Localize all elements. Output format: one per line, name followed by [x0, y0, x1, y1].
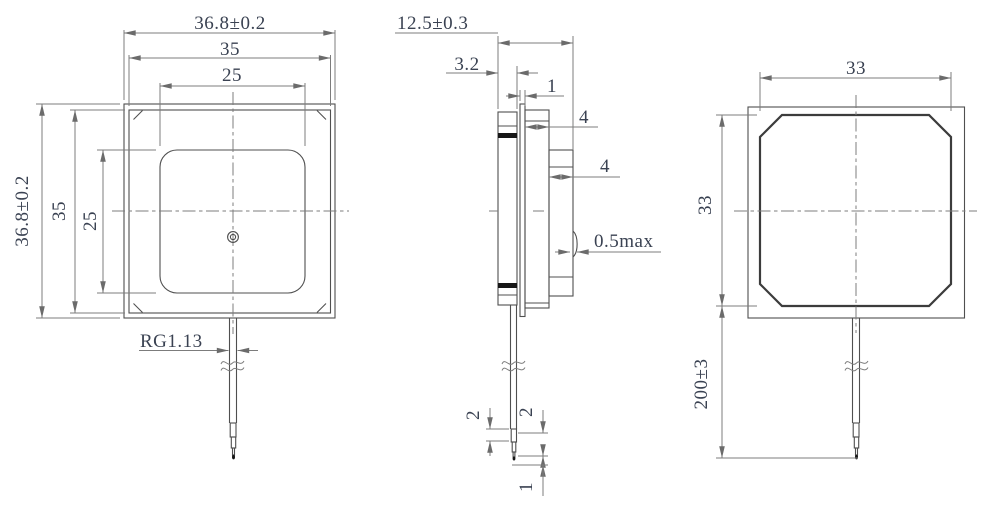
- back-view: 33 33 200±3: [691, 58, 977, 460]
- side-ground-plate-outline: [519, 103, 526, 318]
- dim-label: 25: [222, 65, 242, 86]
- dim-label: 25: [80, 211, 101, 231]
- dim-label: 4: [579, 107, 589, 128]
- side-view: 12.5±0.3 3.2 1 4: [395, 13, 661, 496]
- front-dim-width-patch: 25: [159, 65, 306, 146]
- chamfer-top-right: [316, 110, 327, 120]
- front-cable: [220, 318, 245, 460]
- dim-label: 36.8±0.2: [12, 175, 33, 246]
- cable-ferrule: [852, 422, 860, 438]
- snap-clip-bump: [572, 230, 578, 258]
- cable-tip: [855, 454, 858, 460]
- dim-label: 4: [600, 156, 610, 177]
- dim-label: 33: [695, 195, 716, 215]
- cable-ferrule: [510, 428, 518, 443]
- side-dim-body-depth: 4: [525, 107, 598, 130]
- side-dim-plate-thickness: 1: [506, 76, 564, 106]
- cable-break-symbol: [501, 360, 526, 365]
- chamfer-top-left: [133, 110, 143, 120]
- dim-label: 35: [49, 201, 70, 221]
- cable-break-symbol: [220, 360, 245, 365]
- cable-ferrule: [230, 436, 237, 449]
- side-dim-tip-lower: 2: [516, 407, 548, 470]
- cable-tip: [512, 456, 516, 461]
- cable-pin: [512, 451, 516, 458]
- front-dim-width-overall: 36.8±0.2: [123, 13, 336, 100]
- side-dim-clip: 0.5max: [555, 231, 661, 255]
- cable-type-label: RG1.13: [140, 331, 203, 352]
- side-dim-tip-upper: 2: [463, 408, 509, 456]
- cable-break-symbol: [220, 367, 245, 372]
- front-dim-height-patch: 25: [80, 149, 156, 294]
- back-cable: [844, 318, 869, 460]
- cable-ferrule: [853, 436, 860, 449]
- dim-label: 2: [516, 407, 537, 417]
- dim-label: 1: [516, 482, 537, 492]
- dim-label: 1: [547, 76, 557, 97]
- cable-pin: [854, 447, 859, 456]
- front-dim-height-inner: 35: [49, 109, 125, 314]
- back-dim-patch-height: 33: [695, 114, 757, 307]
- side-ceramic-outline: [497, 111, 518, 306]
- dim-label: 35: [220, 39, 240, 60]
- feed-point-outer-circle: [227, 231, 239, 243]
- cable-break-symbol: [844, 360, 869, 365]
- back-dim-cable-length: 200±3: [691, 306, 858, 459]
- cable-break-symbol: [501, 367, 526, 372]
- back-dim-patch-width: 33: [759, 58, 952, 111]
- dim-label: 12.5±0.3: [397, 13, 468, 34]
- chamfer-bottom-right: [316, 303, 327, 313]
- dim-label: 200±3: [691, 359, 712, 410]
- dim-label: 33: [846, 58, 866, 79]
- side-boss-outline: [548, 149, 574, 297]
- side-dim-boss-depth: 4: [549, 156, 620, 180]
- front-cable-callout: RG1.13: [139, 331, 258, 354]
- cable-tip: [232, 454, 235, 460]
- cable-break-symbol: [844, 367, 869, 372]
- feed-point-inner-circle: [229, 233, 237, 241]
- cable-ferrule: [229, 422, 237, 438]
- dim-label: 0.5max: [594, 231, 653, 252]
- back-patch-chamfered-outline: [758, 113, 953, 308]
- cable-pin: [231, 447, 236, 456]
- dim-label: 3.2: [454, 54, 479, 75]
- side-dim-tip-end: 1: [512, 444, 548, 496]
- side-cable: [501, 305, 526, 461]
- ceramic-electrode-band: [498, 283, 517, 288]
- dim-label: 36.8±0.2: [194, 13, 265, 34]
- front-view: 36.8±0.2 35 25 36.8±0.2 35: [12, 13, 349, 460]
- side-dim-ceramic-thickness: 3.2: [446, 54, 538, 109]
- dim-label: 2: [463, 410, 484, 420]
- front-dim-width-inner: 35: [128, 39, 331, 106]
- side-housing-outline: [524, 109, 550, 309]
- cable-ferrule: [511, 441, 517, 453]
- front-dim-height-overall: 36.8±0.2: [12, 103, 120, 319]
- ceramic-electrode-band: [498, 133, 517, 138]
- chamfer-bottom-left: [133, 303, 143, 313]
- front-corner-chamfers: [133, 110, 327, 313]
